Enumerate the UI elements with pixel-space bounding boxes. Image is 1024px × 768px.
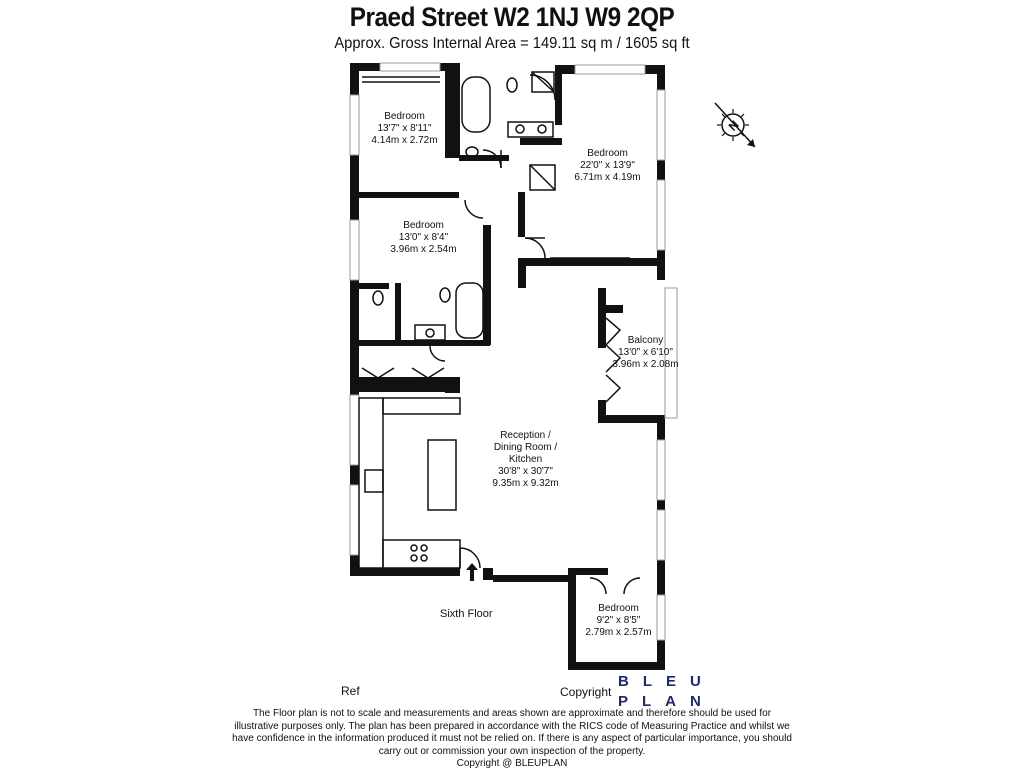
wall-bedroom4-bottom [568,662,665,670]
wall-wardrobe-bottom [359,377,459,392]
wall-bedroom2-bottom [518,258,665,266]
room-label-bedroom-1: Bedroom 13'7" x 8'11" 4.14m x 2.72m [371,111,438,146]
room-label-bedroom-4: Bedroom 9'2" x 8'5" 2.79m x 2.57m [585,603,652,638]
disclaimer-text: The Floor plan is not to scale and measu… [232,708,792,768]
wall-balcony-lower [598,400,606,422]
room-label-balcony: Balcony 13'0" x 6'10" 3.96m x 2.08m [612,335,679,370]
room-label-bedroom-2: Bedroom 22'0" x 13'9" 6.71m x 4.19m [574,148,641,183]
bleuplan-logo: BLEU PLAN [618,673,715,710]
wall-wardrobe-post [445,377,460,393]
wall-ensuite-right [555,70,562,125]
wall-bedroom4-top [568,568,608,575]
wall-bath-bottom-top [459,155,509,161]
wall-door-post [483,568,493,580]
compass-icon [714,102,756,148]
ref-label: Ref [341,684,360,698]
wall-left-upper [350,63,359,355]
room-label-reception: Reception / Dining Room / Kitchen 30'8" … [492,430,559,489]
wall-bed3-right [483,225,491,345]
room-label-bedroom-3: Bedroom 13'0" x 8'4" 3.96m x 2.54m [390,220,457,255]
wall-balcony-upper [598,288,606,348]
wall-right-bedroom [657,65,665,280]
wall-balcony-bottom [598,415,658,423]
wall-balcony-stub [598,305,623,313]
wall-bottom-mid [493,575,573,582]
wall-wc-divider [395,283,401,343]
wall-wc-bottom [359,340,399,346]
windows [349,62,678,641]
plan-title: Praed Street W2 1NJ W9 2QP [349,2,675,32]
copyright-label: Copyright [560,685,612,699]
wall-bedroom4-left [568,568,576,668]
wall-ensuite-mid [520,138,562,145]
wall-bath-divider [445,63,460,158]
wall-bedroom2-corner [518,258,526,288]
wall-hall-right [518,192,525,237]
wall-bottom-left [350,568,460,576]
wall-wc-top [359,283,389,289]
gross-area-subtitle: Approx. Gross Internal Area = 149.11 sq … [334,35,690,52]
wall-bath-bottom [395,340,490,346]
wall-bed1-bottom [359,192,459,198]
interior-fixtures [358,71,641,595]
floor-label: Sixth Floor [440,608,493,620]
entrance-arrow [466,563,478,581]
